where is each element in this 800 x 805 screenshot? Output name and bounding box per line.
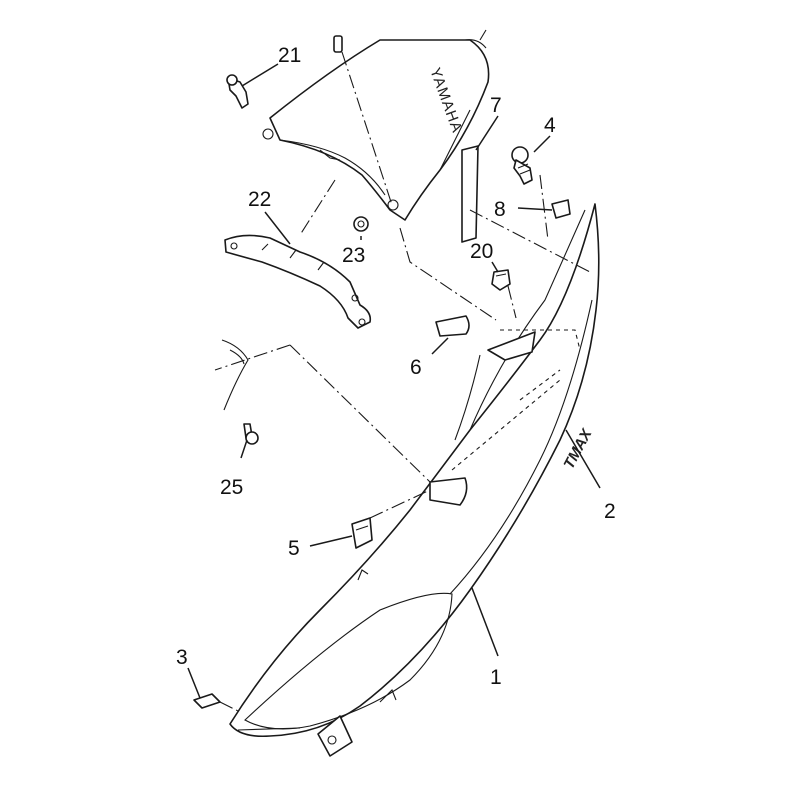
callout-7: 7 <box>490 94 502 117</box>
clip-5 <box>351 517 373 549</box>
nut-23 <box>353 216 369 232</box>
callout-labels: 1 2 3 4 5 6 7 8 20 21 22 23 25 <box>176 44 616 689</box>
clip-3 <box>193 693 221 709</box>
callout-1: 1 <box>490 666 502 689</box>
callout-20: 20 <box>470 240 493 263</box>
callout-8: 8 <box>494 198 506 221</box>
callout-6: 6 <box>410 356 422 379</box>
callout-25: 25 <box>220 476 243 499</box>
callout-21: 21 <box>278 44 301 67</box>
screw-21 <box>226 74 249 109</box>
callout-23: 23 <box>342 244 365 267</box>
side-cover-1 <box>229 203 600 757</box>
callout-2: 2 <box>604 500 616 523</box>
callout-5: 5 <box>288 537 300 560</box>
callout-4: 4 <box>544 114 556 137</box>
strip-7 <box>461 145 479 243</box>
callout-22: 22 <box>248 188 271 211</box>
leader-lines <box>187 63 601 699</box>
top-screw <box>333 35 343 53</box>
callout-3: 3 <box>176 646 188 669</box>
screw-4 <box>511 146 533 185</box>
model-logo: TMAX <box>561 425 596 471</box>
bolt-25 <box>243 423 259 445</box>
clip-8 <box>551 199 571 219</box>
clip-20 <box>491 269 511 291</box>
bracket-22 <box>224 234 372 329</box>
rear-top-cover <box>262 29 490 221</box>
left-panel-fragment <box>221 339 249 411</box>
assembly-lines <box>214 51 591 713</box>
trim-6 <box>435 315 470 337</box>
